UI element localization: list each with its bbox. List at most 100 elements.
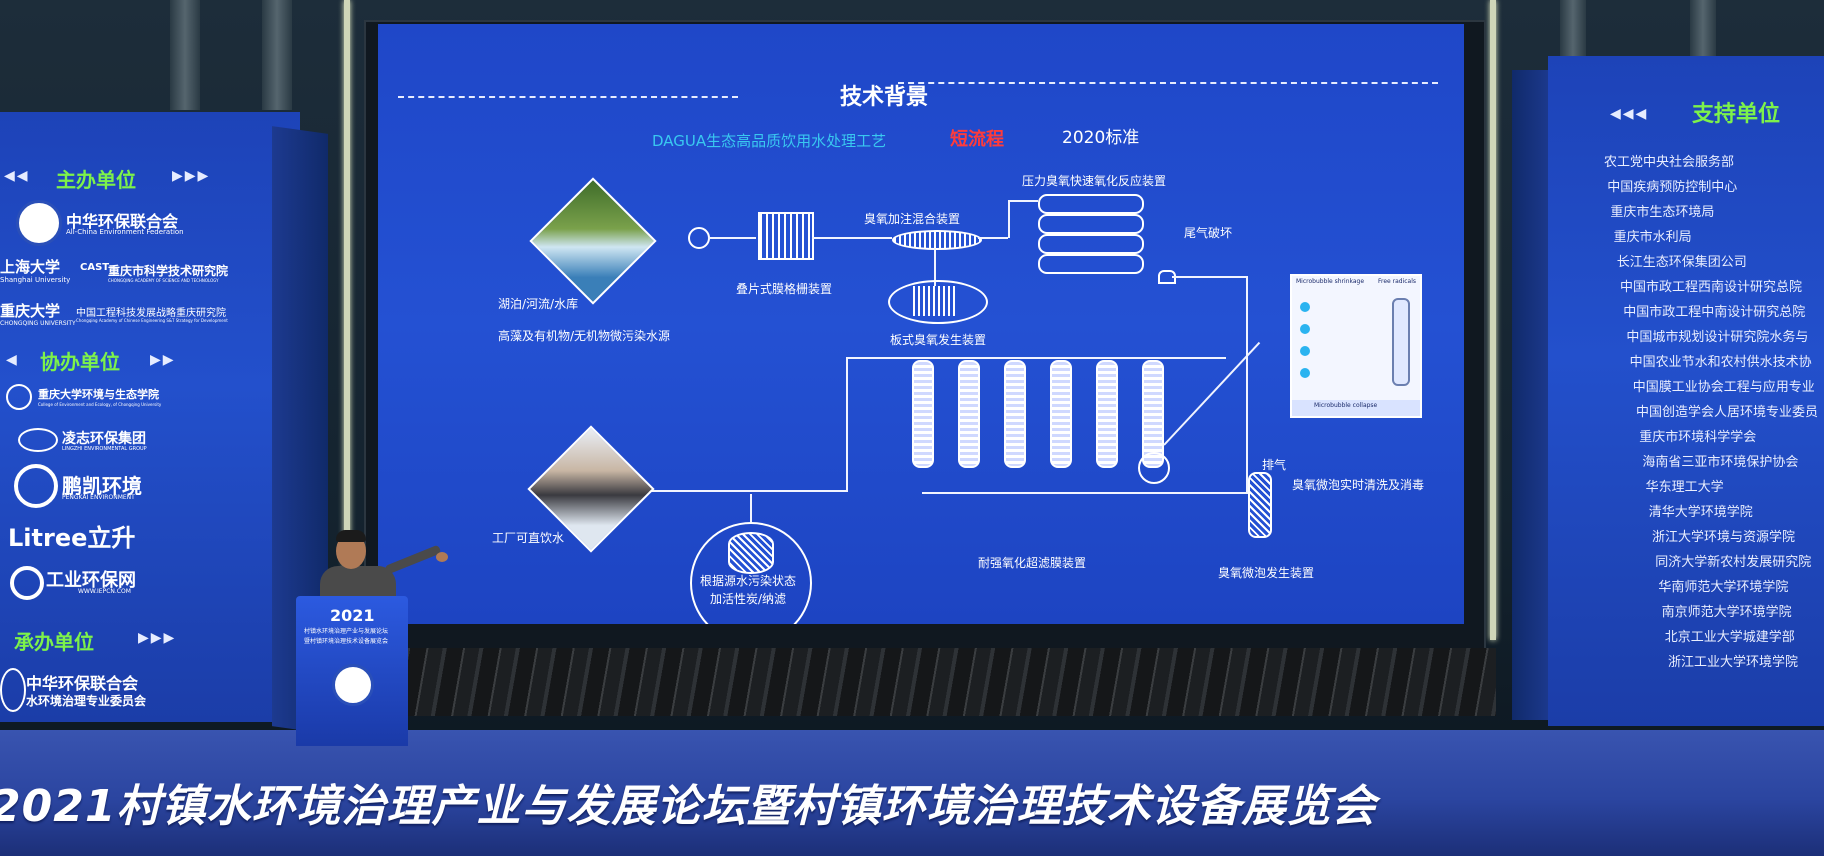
uni2-en: CHONGQING UNIVERSITY bbox=[0, 320, 76, 327]
support-org-item: 浙江工业大学环境学院 bbox=[1668, 655, 1799, 670]
uf-membrane-column bbox=[1004, 360, 1026, 468]
right-banner-side bbox=[1512, 70, 1552, 720]
hall-pillar bbox=[170, 0, 200, 110]
pipe bbox=[750, 494, 752, 524]
label-tail-gas: 尾气破坏 bbox=[1184, 226, 1233, 240]
pipe-to-drinking bbox=[624, 490, 848, 492]
support-org-item: 清华大学环境学院 bbox=[1648, 505, 1753, 520]
pipe bbox=[934, 248, 936, 296]
support-org-item: 重庆市环境科学学会 bbox=[1639, 430, 1757, 445]
stage-banner-title: 2021村镇水环境治理产业与发展论坛暨村镇环境治理技术设备展览会 bbox=[0, 781, 1377, 832]
co5-name: 工业环保网 bbox=[46, 570, 136, 591]
co4-name: Litree立升 bbox=[8, 524, 136, 552]
pipe bbox=[1172, 276, 1246, 278]
support-org-item: 中国膜工业协会工程与应用专业 bbox=[1632, 380, 1815, 395]
pipe bbox=[978, 237, 1008, 239]
marble-stage-panel bbox=[392, 648, 1496, 716]
slide-title: 技术背景 bbox=[840, 85, 929, 110]
label-ozone-mix: 臭氧加注混合装置 bbox=[864, 212, 961, 226]
activated-carbon-circle bbox=[690, 522, 812, 624]
cqu-college-logo bbox=[6, 384, 32, 410]
carbon-tank-icon bbox=[728, 532, 774, 574]
co1-en: College of Environment and Ecology, of C… bbox=[38, 402, 162, 407]
support-org-item: 中国市政工程中南设计研究总院 bbox=[1623, 305, 1806, 320]
support-org-item: 中国创造学会人居环境专业委员 bbox=[1636, 405, 1819, 420]
iepcn-logo bbox=[10, 566, 44, 600]
label-carbon-line1: 根据源水污染状态 bbox=[700, 574, 797, 588]
title-dash-left bbox=[398, 96, 738, 98]
support-org-item: 华东理工大学 bbox=[1645, 480, 1724, 495]
slide-subtitle-brand: DAGUA生态高品质饮用水处理工艺 bbox=[652, 132, 887, 150]
projection-screen: 技术背景 DAGUA生态高品质饮用水处理工艺 短流程 2020标准 湖泊/河流/… bbox=[378, 24, 1464, 624]
speaker-hand bbox=[436, 552, 448, 562]
pipe bbox=[708, 237, 756, 239]
label-exhaust: 排气 bbox=[1262, 458, 1287, 472]
support-label: 支持单位 bbox=[1692, 102, 1781, 127]
pengkai-logo bbox=[14, 464, 58, 508]
inlet-pump-icon bbox=[688, 227, 710, 249]
organizer2: 水环境治理专业委员会 bbox=[26, 694, 147, 708]
right-sponsor-banner bbox=[1548, 56, 1824, 726]
support-org-item: 南京师范大学环境学院 bbox=[1661, 605, 1792, 620]
label-carbon-line2: 加活性炭/纳滤 bbox=[710, 592, 787, 606]
inset-footer bbox=[1292, 400, 1420, 416]
title-dash-right bbox=[898, 82, 1438, 84]
left-arrows: ◀◀ bbox=[4, 168, 30, 184]
label-pressure-reactor: 压力臭氧快速氧化反应装置 bbox=[1022, 174, 1167, 188]
support-org-item: 浙江大学环境与资源学院 bbox=[1652, 530, 1796, 545]
label-grid: 叠片式膜格栅装置 bbox=[736, 282, 833, 296]
uf-membrane-column bbox=[958, 360, 980, 468]
podium-line2: 暨村镇环境治理技术设备展览会 bbox=[304, 638, 389, 645]
left-arrows: ▶▶ bbox=[150, 352, 176, 368]
reactor-coil-row bbox=[1038, 254, 1144, 274]
left-arrows: ◀ bbox=[6, 352, 19, 368]
support-org-item: 中国城市规划设计研究院水务与 bbox=[1626, 330, 1809, 345]
uf-membrane-column bbox=[912, 360, 934, 468]
inset-bubble bbox=[1300, 368, 1310, 378]
label-source-desc: 高藻及有机物/无机物微污染水源 bbox=[498, 329, 671, 343]
podium-line1: 村镇水环境治理产业与发展论坛 bbox=[304, 628, 389, 635]
host-org-cn: 中华环保联合会 bbox=[66, 212, 179, 231]
hall-pillar bbox=[262, 0, 292, 110]
inset-label-collapse: Microbubble collapse bbox=[1314, 402, 1378, 409]
grid-device-icon bbox=[758, 212, 814, 260]
ozone-mixer-icon bbox=[892, 230, 982, 250]
label-source: 湖泊/河流/水库 bbox=[498, 297, 579, 311]
uni1-name: 上海大学 bbox=[0, 258, 61, 276]
reactor-coil-row bbox=[1038, 234, 1144, 254]
cq-academy: 重庆市科学技术研究院 bbox=[108, 264, 229, 278]
co1-name: 重庆大学环境与生态学院 bbox=[38, 388, 159, 401]
co2-en: LINGZHI ENVIRONMENTAL GROUP bbox=[62, 446, 147, 452]
cast-logo-text: CAST bbox=[80, 262, 110, 273]
support-org-item: 海南省三亚市环境保护协会 bbox=[1642, 455, 1799, 470]
uf-membrane-column bbox=[1096, 360, 1118, 468]
co2-name: 凌志环保集团 bbox=[62, 431, 146, 447]
acef-logo bbox=[16, 200, 62, 246]
microbubble-generator-icon bbox=[1248, 472, 1272, 538]
co3-name: 鹏凯环境 bbox=[62, 474, 142, 498]
co5-en: WWW.IEPCN.COM bbox=[78, 588, 131, 595]
slide-subtitle-highlight: 短流程 bbox=[950, 129, 1004, 150]
light-strip bbox=[1490, 0, 1496, 640]
uf-zoom-circle bbox=[1138, 452, 1170, 484]
pipe bbox=[1246, 276, 1248, 492]
label-uf: 耐强氧化超滤膜装置 bbox=[978, 556, 1087, 570]
plate-ozone-plates bbox=[913, 286, 957, 316]
host-label: 主办单位 bbox=[56, 168, 136, 192]
reactor-coil-row bbox=[1038, 214, 1144, 234]
inset-bubble bbox=[1300, 346, 1310, 356]
stage-front bbox=[0, 730, 1824, 856]
uf-membrane-column bbox=[1050, 360, 1072, 468]
pipe bbox=[1008, 200, 1038, 202]
inset-label-shrinkage: Microbubble shrinkage bbox=[1296, 278, 1365, 285]
label-microbubble-clean: 臭氧微泡实时清洗及消毒 bbox=[1292, 478, 1425, 492]
inset-membrane-column bbox=[1392, 298, 1410, 386]
uni2-name: 重庆大学 bbox=[0, 302, 61, 320]
organizer-label: 承办单位 bbox=[14, 630, 94, 654]
reactor-coil-row bbox=[1038, 194, 1144, 214]
inset-label-radicals: Free radicals bbox=[1378, 278, 1417, 285]
support-org-item: 华南师范大学环境学院 bbox=[1658, 580, 1789, 595]
podium-logo bbox=[332, 664, 374, 706]
pipe bbox=[1008, 200, 1010, 238]
support-org-item: 中国农业节水和农村供水技术协 bbox=[1629, 355, 1812, 370]
